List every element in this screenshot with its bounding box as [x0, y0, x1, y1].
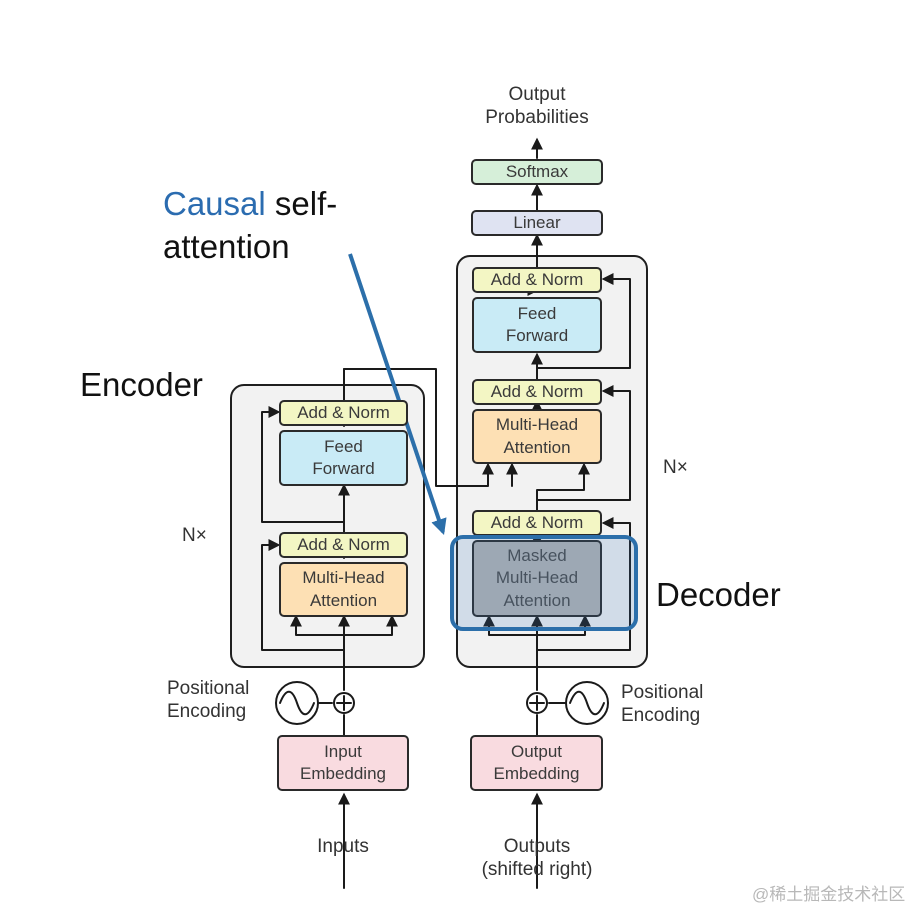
- decoder-feed-forward: Feed Forward: [472, 297, 602, 353]
- decoder-nx-label: N×: [663, 457, 688, 478]
- callout-line1-rest: self-: [265, 185, 338, 222]
- outputs-label: Outputs (shifted right): [481, 836, 593, 880]
- decoder-positional-encoding-label: Positional Encoding: [621, 682, 704, 726]
- encoder-positional-encoding-label: Positional Encoding: [167, 678, 250, 722]
- decoder-add-norm-mid: Add & Norm: [472, 379, 602, 405]
- callout-line2: attention: [163, 227, 290, 265]
- encoder-feed-forward: Feed Forward: [279, 430, 408, 486]
- decoder-label: Decoder: [656, 576, 781, 613]
- decoder-add-norm-top: Add & Norm: [472, 267, 602, 293]
- callout-accent-word: Causal: [163, 185, 266, 222]
- decoder-add-norm-bottom: Add & Norm: [472, 510, 602, 536]
- input-embedding: Input Embedding: [277, 735, 409, 791]
- watermark: @稀土掘金技术社区: [752, 885, 906, 904]
- masked-multi-head-attention: Masked Multi-Head Attention: [472, 540, 602, 617]
- causal-self-attention-callout: Causal self- attention: [163, 183, 337, 269]
- encoder-add-norm-bottom: Add & Norm: [279, 532, 408, 558]
- causal-attention-highlight: [450, 535, 638, 631]
- inputs-label: Inputs: [317, 836, 369, 857]
- decoder-cross-attention: Multi-Head Attention: [472, 409, 602, 464]
- encoder-nx-label: N×: [182, 525, 207, 546]
- encoder-label: Encoder: [80, 366, 203, 403]
- output-probabilities-label: Output Probabilities: [485, 84, 589, 128]
- linear-layer: Linear: [471, 210, 603, 236]
- encoder-multi-head-attention: Multi-Head Attention: [279, 562, 408, 617]
- output-embedding: Output Embedding: [470, 735, 603, 791]
- softmax-layer: Softmax: [471, 159, 603, 185]
- encoder-add-norm-top: Add & Norm: [279, 400, 408, 426]
